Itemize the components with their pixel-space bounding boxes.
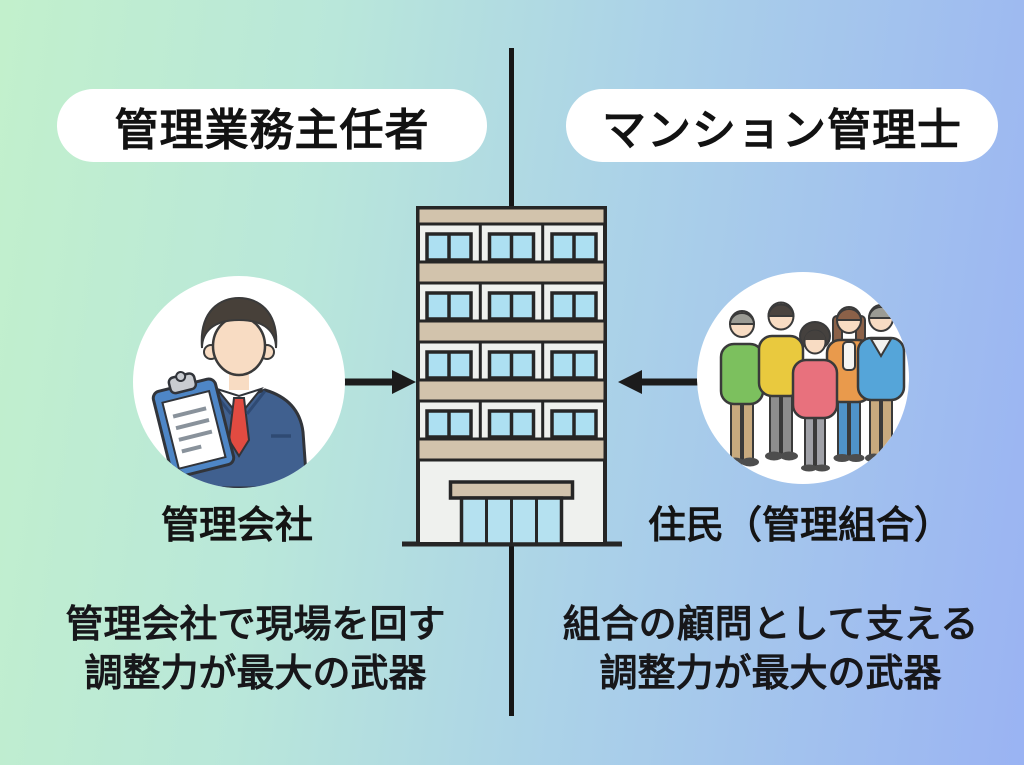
manager-with-clipboard-icon (151, 296, 309, 488)
caption-left: 管理会社で現場を回す 調整力が最大の武器 (28, 601, 483, 700)
caption-left-line2: 調整力が最大の武器 (84, 653, 427, 696)
actor-label-right: 住民（管理組合） (647, 505, 952, 547)
caption-left-line1: 管理会社で現場を回す (65, 604, 446, 646)
caption-right-line2: 調整力が最大の武器 (599, 653, 942, 696)
residents-circle (697, 272, 909, 484)
resident-woman-pink (791, 321, 839, 472)
manager-circle (133, 276, 345, 488)
building-icon (402, 206, 622, 547)
caption-right-line1: 組合の顧問として支える (562, 604, 979, 646)
left-title: 管理業務主任者 (114, 105, 430, 155)
caption-right: 組合の顧問として支える 調整力が最大の武器 (538, 601, 1003, 700)
resident-man-green (719, 310, 765, 467)
actor-label-left: 管理会社 (160, 505, 313, 547)
right-title: マンション管理士 (602, 105, 962, 155)
title-pill-left: 管理業務主任者 (57, 89, 487, 162)
resident-woman-orange (825, 306, 873, 462)
residents-group-icon (719, 301, 906, 472)
title-pill-right: マンション管理士 (566, 89, 998, 162)
arrow-left-icon (618, 370, 702, 394)
